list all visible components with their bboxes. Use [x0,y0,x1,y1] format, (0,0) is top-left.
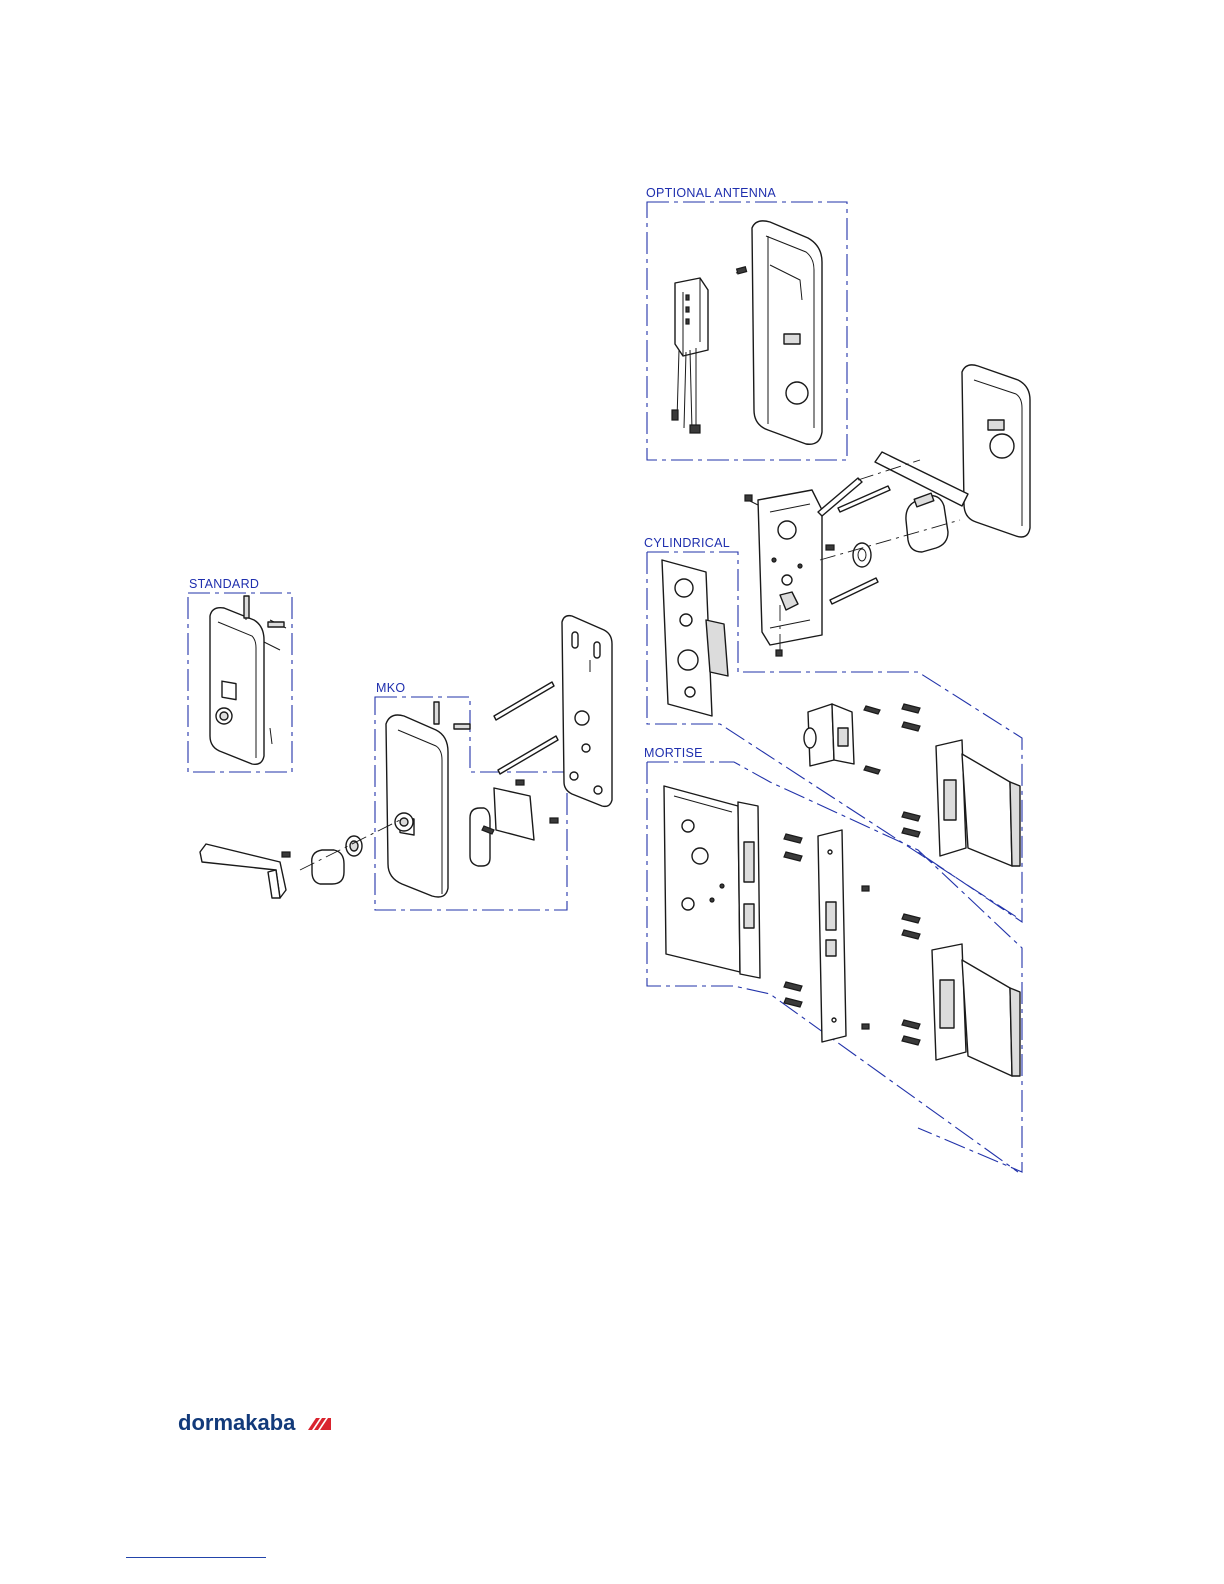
cylindrical-latch [804,704,854,766]
antenna-board [672,278,708,433]
logo-text: dormakaba [178,1410,296,1435]
long-screws-upper [818,460,920,604]
mko-mounting-plate [562,616,612,807]
mortise-lockbody [664,786,760,978]
chassis-plate [745,490,822,645]
mortise-strike [932,944,1020,1076]
standard-label: STANDARD [189,577,259,591]
cylindrical-label: CYLINDRICAL [644,536,730,550]
optional-antenna-group: OPTIONAL ANTENNA [646,186,847,460]
mko-spindles [494,682,558,774]
mortise-strike-screws [902,914,920,1045]
standard-group: STANDARD [188,577,292,772]
mortise-label: MORTISE [644,746,703,760]
mko-cylinder [346,836,362,856]
mko-escutcheon [386,702,470,897]
mko-label: MKO [376,681,405,695]
antenna-cover [752,221,822,444]
cylindrical-strike [936,740,1020,866]
dormakaba-logo: dormakaba [178,1410,331,1435]
optional-antenna-label: OPTIONAL ANTENNA [646,186,776,200]
mortise-faceplate [818,830,846,1042]
standard-reader-icon [222,681,236,699]
standard-escutcheon [210,596,286,764]
dormakaba-chevron-icon [308,1418,331,1430]
mko-bracket [470,780,558,866]
cylindrical-backplate [662,560,728,716]
spindle-washer [826,543,871,567]
mko-lever [200,844,344,898]
cylindrical-screws [864,704,920,837]
footer-rule [126,1557,266,1558]
inside-escutcheon [962,365,1030,537]
inside-lever [875,452,968,552]
